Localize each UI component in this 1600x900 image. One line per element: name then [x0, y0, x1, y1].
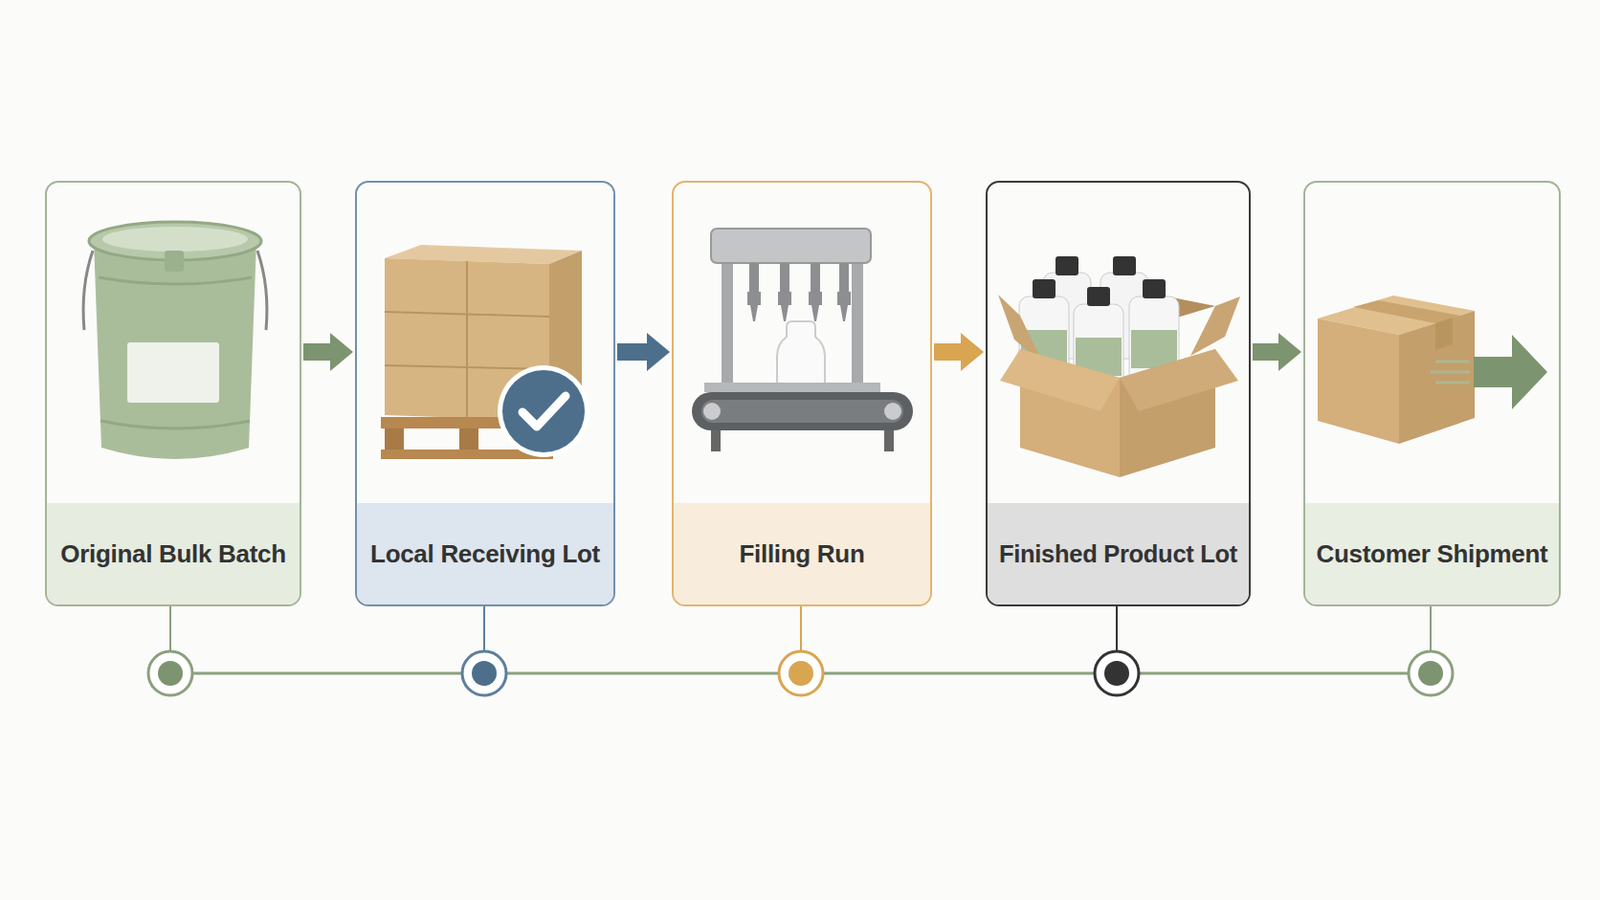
stage-label: Local Receiving Lot	[370, 539, 600, 570]
pallet-illustration	[380, 244, 590, 460]
shipping-box-illustration	[1317, 295, 1548, 445]
label-band: Customer Shipment	[1305, 503, 1559, 605]
process-box: Local Receiving Lot	[355, 180, 616, 607]
flow-arrow	[933, 333, 984, 372]
flow-arrow	[303, 333, 354, 372]
process-box: Finished Product Lot	[985, 180, 1251, 607]
bucket-illustration	[83, 222, 267, 460]
label-band: Finished Product Lot	[987, 503, 1249, 605]
flow-arrow	[1252, 333, 1302, 372]
bottles-box-illustration	[998, 256, 1241, 478]
process-box: Filling Run	[671, 180, 933, 607]
stage-label: Finished Product Lot	[999, 540, 1238, 569]
process-box: Original Bulk Batch	[44, 180, 302, 607]
flow-arrow	[617, 333, 670, 372]
filling-machine-illustration	[691, 228, 913, 452]
stage-label: Original Bulk Batch	[60, 539, 287, 570]
label-band: Filling Run	[673, 503, 931, 605]
stage-label: Filling Run	[738, 539, 865, 570]
stage-label: Customer Shipment	[1316, 539, 1549, 570]
timeline	[148, 606, 1453, 696]
label-band: Original Bulk Batch	[46, 503, 300, 605]
label-band: Local Receiving Lot	[356, 503, 614, 605]
process-box: Customer Shipment	[1303, 180, 1561, 607]
